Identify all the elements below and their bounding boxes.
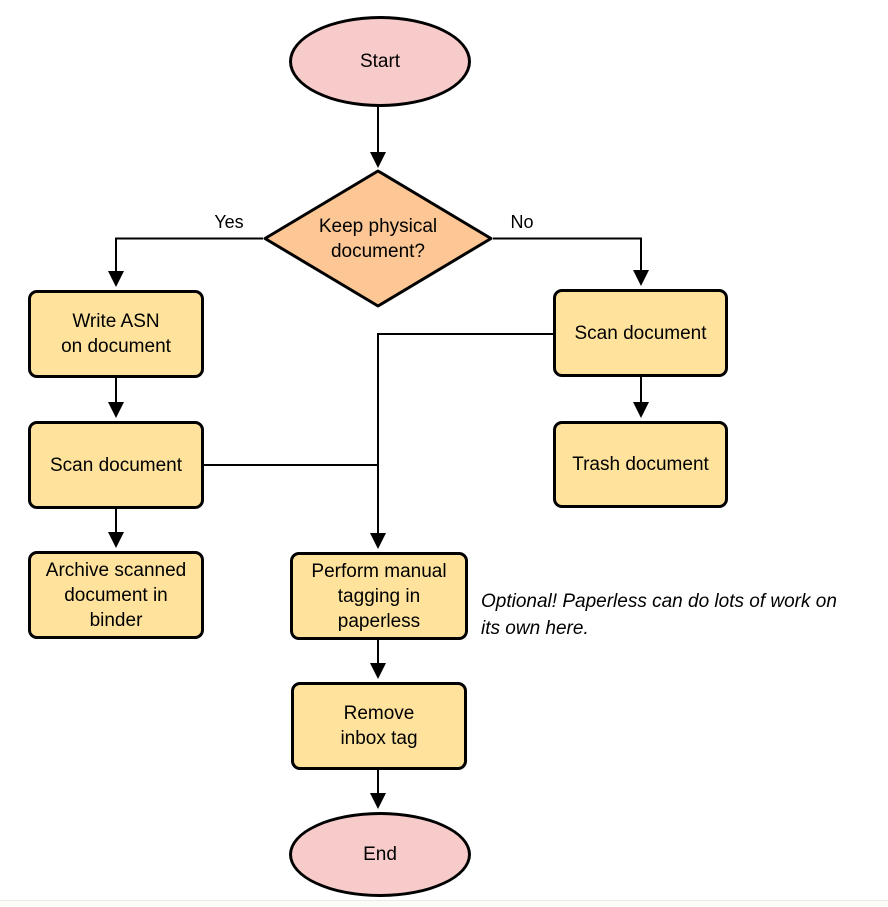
node-scan-document-right-label: Scan document <box>574 322 707 344</box>
node-manual-tagging-label: Perform manual tagging in paperless <box>311 560 447 632</box>
edge-label-yes: Yes <box>214 212 244 232</box>
node-end-label: End <box>363 844 397 865</box>
node-scan-document-left: Scan document <box>28 421 204 509</box>
node-write-asn-label: Write ASN on document <box>61 311 171 357</box>
node-remove-inbox-tag-label: Remove inbox tag <box>340 703 418 749</box>
arrow-decision-no-to-scan-right <box>493 237 649 286</box>
arrow-decision-yes-to-write-asn <box>108 237 263 287</box>
node-manual-tagging: Perform manual tagging in paperless <box>290 552 468 640</box>
node-write-asn: Write ASN on document <box>28 290 204 378</box>
page-bottom-edge <box>0 900 888 907</box>
edge-label-no: No <box>510 212 534 232</box>
node-start-label: Start <box>359 51 401 72</box>
node-scan-document-right: Scan document <box>553 289 728 377</box>
node-start: Start <box>289 16 471 107</box>
node-scan-document-left-label: Scan document <box>49 454 183 476</box>
node-archive-scanned: Archive scanned document in binder <box>28 551 204 639</box>
node-decision: Keep physical document? <box>283 206 473 271</box>
node-decision-label: Keep physical document? <box>318 215 438 262</box>
node-end: End <box>289 812 471 897</box>
node-trash-document-label: Trash document <box>572 454 709 475</box>
optional-note: Optional! Paperless can do lots of work … <box>481 591 837 639</box>
node-trash-document: Trash document <box>553 421 728 508</box>
node-remove-inbox-tag: Remove inbox tag <box>291 682 467 770</box>
arrow-scan-right-to-tagging <box>370 333 553 549</box>
node-archive-scanned-label: Archive scanned document in binder <box>45 559 187 631</box>
